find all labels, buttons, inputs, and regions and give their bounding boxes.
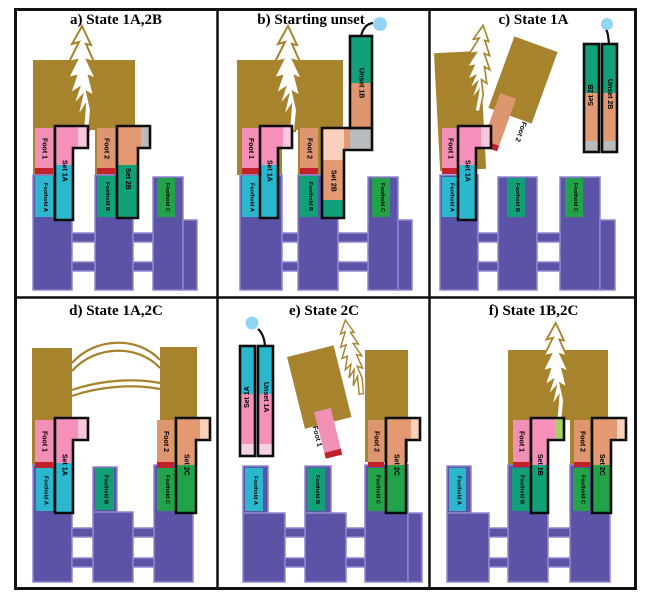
set2B-label: Set 2B: [329, 170, 337, 192]
footholdB-label: Foothold B: [103, 182, 110, 212]
panel-a-shapes: [32, 25, 198, 291]
footholdB-label: Foothold B: [518, 475, 525, 505]
footholdC-label: Foothold C: [163, 475, 170, 505]
footholdA-label: Foothold A: [42, 475, 49, 505]
set1B-label: Set 1B: [536, 454, 543, 476]
panel-f-shapes: [446, 322, 628, 583]
foot1-label: Foot 1: [517, 431, 525, 452]
set1A-label: Set 1A: [463, 160, 471, 182]
foot1-label: Foot 1: [40, 431, 48, 452]
unset2B-label: Unset 2B: [606, 78, 613, 110]
set2B-label: Set 2B: [124, 168, 131, 190]
foot1-label: Foot 1: [247, 138, 254, 159]
panel-borders: [14, 8, 637, 590]
foot2-label: Foot 2: [102, 138, 110, 159]
set1A-removed-label: Set 1A: [244, 386, 251, 409]
foot1-label: Foot 1: [40, 138, 48, 159]
set2C-label: Set 2C: [182, 454, 190, 476]
panel-f-title: f) State 1B,2C: [488, 303, 579, 319]
footholdA-label: Foothold A: [455, 475, 462, 505]
set1A-label: Set 1A: [60, 160, 68, 182]
footholdB-label: Foothold B: [313, 475, 320, 505]
unset1A-label: Unset 1A: [262, 381, 269, 413]
panel-c-title: c) State 1A: [498, 12, 569, 28]
footholdB-label: Foothold B: [513, 183, 520, 213]
set2C-label: Set 2C: [392, 454, 400, 476]
set1A-label: Set 1A: [265, 160, 273, 182]
foot2-label: Foot 2: [305, 138, 313, 159]
footholdB-label: Foothold B: [306, 182, 313, 212]
footholdA-label: Foothold A: [448, 183, 455, 212]
footholdB-label: Foothold B: [102, 474, 109, 505]
footholdC-label: Foothold C: [378, 183, 385, 213]
foot2-label: Foot 2: [578, 431, 586, 452]
panel-a-title: a) State 1A,2B: [69, 12, 163, 28]
panel-b-shapes: [237, 17, 413, 291]
panel-c-shapes: [433, 18, 619, 291]
footholdC-label: Foothold C: [374, 475, 381, 505]
footholdA-label: Foothold A: [248, 182, 255, 212]
foot2-label: Foot 2: [162, 431, 169, 452]
footholdC-label: Foothold C: [163, 183, 170, 213]
set2B-removed-label: Set 2B: [588, 84, 595, 106]
footholdC-label: Foothold C: [571, 183, 578, 213]
balloon-handle-icon: [601, 18, 613, 30]
foot1-label: Foot 1: [446, 138, 454, 159]
balloon-handle-icon: [245, 316, 259, 330]
broken-piece-with-foot1: [287, 345, 352, 459]
balloon-handle-icon: [373, 17, 387, 31]
panel-e-shapes: [238, 316, 423, 583]
set2C-label: Set 2C: [598, 454, 605, 476]
unset1B-label: Unset 1B: [357, 67, 365, 99]
set1A-label: Set 1A: [60, 454, 68, 476]
footholdC-label: Foothold C: [579, 475, 586, 505]
panel-d-shapes: [32, 341, 212, 583]
panel-d-title: d) State 1A,2C: [69, 303, 163, 319]
foot2-label: Foot 2: [372, 431, 380, 452]
footholdA-label: Foothold A: [41, 182, 48, 212]
panel-e-title: e) State 2C: [289, 303, 359, 319]
footholdA-label: Foothold A: [251, 475, 258, 505]
panel-b-title: b) Starting unset: [257, 12, 365, 28]
